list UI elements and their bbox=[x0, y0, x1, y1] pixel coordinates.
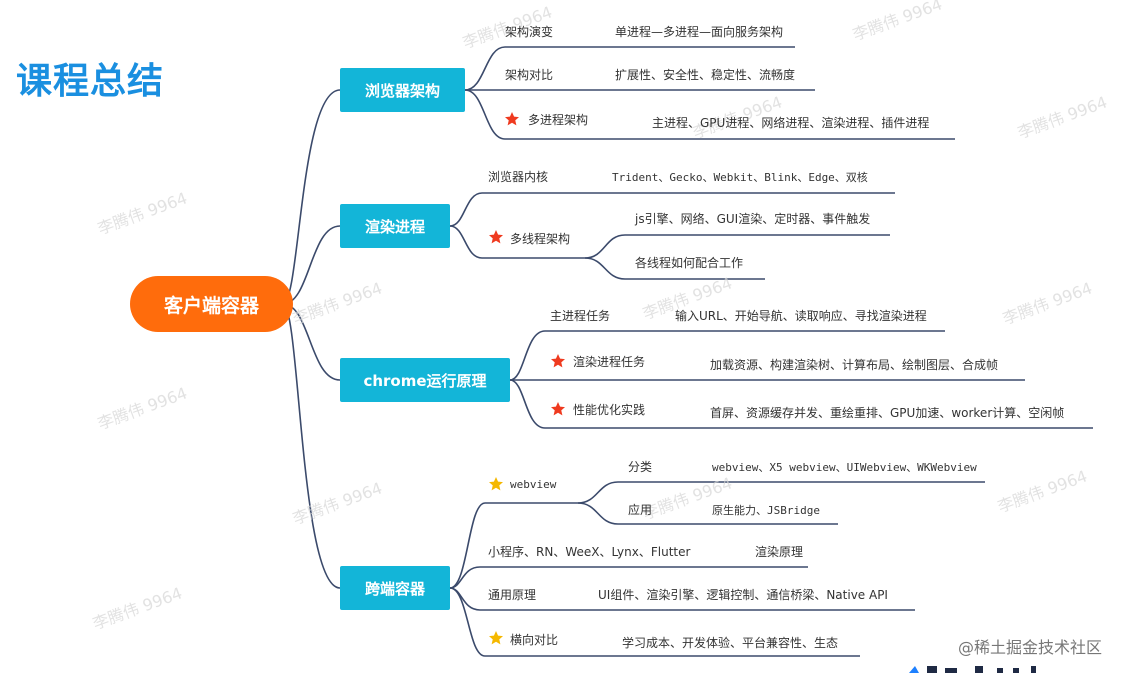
node-label: 横向对比 bbox=[510, 633, 559, 647]
branch-chrome-principle[interactable]: chrome运行原理 bbox=[340, 358, 510, 402]
node-detail: 学习成本、开发体验、平台兼容性、生态 bbox=[622, 636, 839, 650]
connector-b4-item1 bbox=[449, 502, 578, 589]
page-title: 课程总结 bbox=[16, 61, 165, 102]
connector-b2-item2 bbox=[449, 225, 585, 259]
node-detail: 扩展性、安全性、稳定性、流畅度 bbox=[615, 68, 796, 82]
node-label: 性能优化实践 bbox=[573, 403, 646, 417]
star-icon bbox=[489, 477, 503, 491]
root-node[interactable]: 客户端容器 bbox=[130, 276, 293, 332]
star-icon bbox=[489, 230, 503, 244]
node-label: 架构演变 bbox=[505, 25, 554, 39]
connector-b2-sub2 bbox=[584, 257, 765, 280]
connector-b2-item1 bbox=[449, 192, 895, 227]
node-detail: UI组件、渲染引擎、逻辑控制、通信桥梁、Native API bbox=[598, 588, 888, 602]
node-label: webview bbox=[510, 478, 557, 491]
node-detail: 主进程、GPU进程、网络进程、渲染进程、插件进程 bbox=[652, 116, 930, 130]
connector-b1-item3 bbox=[464, 89, 955, 140]
node-label: 渲染进程任务 bbox=[573, 355, 646, 369]
node-detail: 各线程如何配合工作 bbox=[635, 256, 744, 270]
node-detail: 单进程—多进程—面向服务架构 bbox=[615, 25, 784, 39]
star-icon bbox=[551, 354, 565, 368]
node-label: 分类 bbox=[628, 460, 653, 474]
connector-b4-sub1 bbox=[577, 481, 985, 504]
node-detail: 首屏、资源缓存并发、重绘重排、GPU加速、worker计算、空闲帧 bbox=[710, 406, 1065, 420]
node-label: 小程序、RN、WeeX、Lynx、Flutter bbox=[488, 545, 691, 559]
node-label: 应用 bbox=[628, 503, 653, 517]
node-label: 架构对比 bbox=[505, 68, 554, 82]
node-detail: webview、X5 webview、UIWebview、WKWebview bbox=[712, 461, 977, 474]
connector-b2-sub1 bbox=[584, 234, 890, 259]
node-label: 多线程架构 bbox=[510, 232, 571, 246]
connector-b4-item4 bbox=[449, 587, 860, 657]
connector-b3-item3 bbox=[509, 379, 1093, 429]
connector-b3-item1 bbox=[509, 330, 945, 381]
connector-b4-item2 bbox=[449, 566, 808, 589]
node-detail: 输入URL、开始导航、读取响应、寻找渲染进程 bbox=[675, 309, 927, 323]
connector-b1-item1 bbox=[464, 46, 795, 91]
node-label: 主进程任务 bbox=[550, 309, 611, 323]
brand-logo-partial bbox=[909, 666, 1036, 673]
star-icon bbox=[505, 112, 519, 126]
branch-render-process[interactable]: 渲染进程 bbox=[340, 204, 450, 248]
node-detail: 渲染原理 bbox=[755, 545, 804, 559]
star-icon bbox=[489, 631, 503, 645]
node-label: 浏览器内核 bbox=[488, 170, 549, 184]
node-detail: Trident、Gecko、Webkit、Blink、Edge、双核 bbox=[612, 171, 868, 184]
star-icon bbox=[551, 402, 565, 416]
node-label: 通用原理 bbox=[488, 588, 537, 602]
branch-cross-platform-container[interactable]: 跨端容器 bbox=[340, 566, 450, 610]
node-detail: js引擎、网络、GUI渲染、定时器、事件触发 bbox=[635, 212, 871, 226]
node-detail: 加载资源、构建渲染树、计算布局、绘制图层、合成帧 bbox=[710, 358, 999, 372]
footer-credit: @稀土掘金技术社区 bbox=[958, 638, 1103, 657]
node-label: 多进程架构 bbox=[528, 113, 589, 127]
connector-b4-sub2 bbox=[577, 502, 838, 525]
connector-root-branch1 bbox=[282, 89, 341, 305]
branch-browser-architecture[interactable]: 浏览器架构 bbox=[340, 68, 465, 112]
node-detail: 原生能力、JSBridge bbox=[712, 504, 820, 517]
